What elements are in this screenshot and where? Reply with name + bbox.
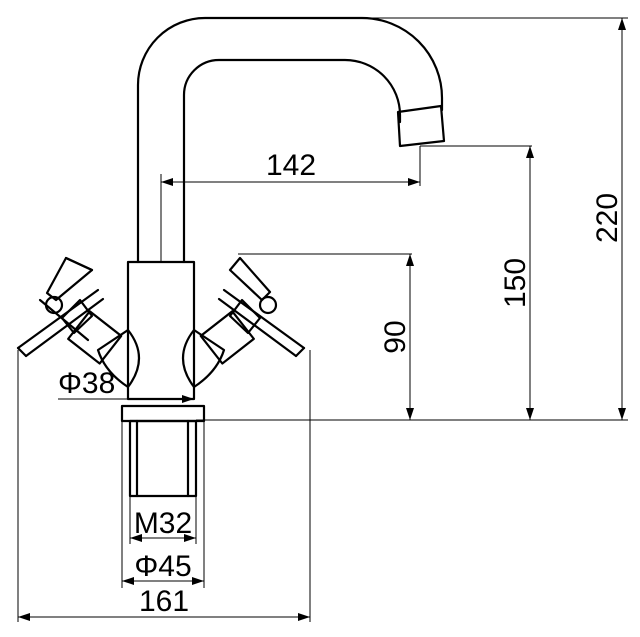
faucet-outline [16,16,446,498]
label-base-diameter: Φ45 [134,550,191,583]
label-total-height: 220 [591,193,624,243]
faucet-body [126,260,196,401]
right-handle-screw-icon [258,295,278,315]
base-flange [120,404,206,423]
left-handle-top [45,256,94,302]
aerator-nozzle [396,104,446,148]
threaded-shank [128,419,198,498]
right-handle-top [228,256,272,302]
left-valve-collar [60,298,94,335]
left-handle-arm [24,297,105,358]
right-valve-cartridge [199,310,255,365]
label-spout-reach: 142 [266,149,316,182]
label-overall-width: 161 [139,585,189,618]
label-body-diameter: Φ38 [58,367,115,400]
right-handle-end [294,346,306,358]
right-valve-collar [228,298,262,335]
label-handle-height: 90 [379,320,412,353]
left-handle-end [16,346,28,358]
label-thread-size: M32 [134,507,192,540]
left-handle-arm [16,288,100,350]
dimension-labels: 142 220 150 90 Φ38 M32 Φ45 161 [58,149,624,618]
right-valve-dome [182,328,226,389]
label-outlet-height: 150 [499,258,532,308]
right-handle-arm [217,297,298,358]
left-handle-screw-icon [44,295,64,315]
dimension-lines [17,17,628,622]
spout-inner-edge [182,58,402,264]
left-valve-dome [96,328,140,389]
left-handle-crossbar [38,298,90,342]
left-valve-cartridge [67,310,123,365]
right-handle-arm [222,288,306,350]
